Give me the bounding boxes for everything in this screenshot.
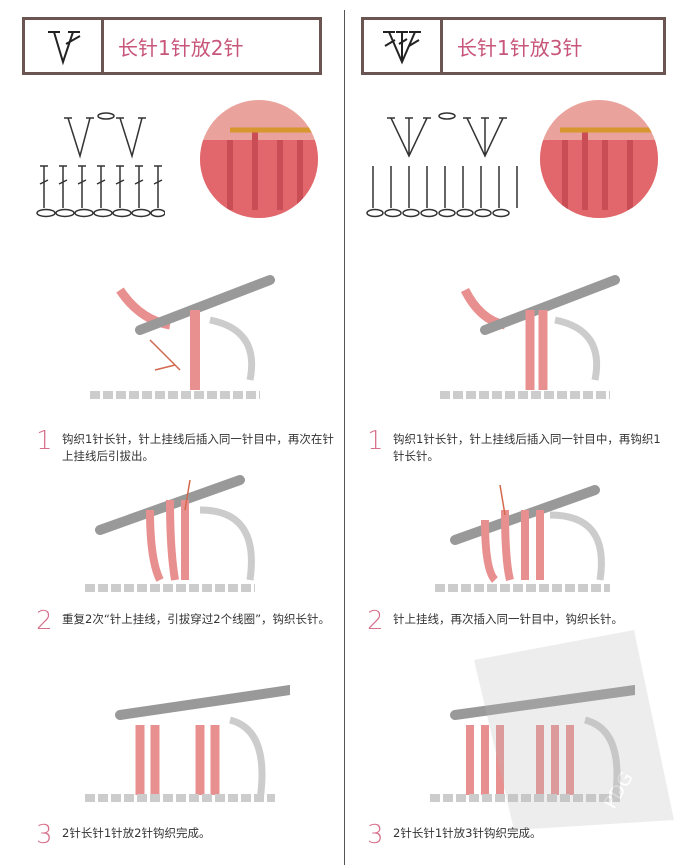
- watermark: PDG: [454, 630, 684, 830]
- step-text: 针上挂线，再次插入同一针目中，钩织长针。: [393, 612, 623, 626]
- step-text: 钩织1针长针，针上挂线后插入同一针目中，再次在针上挂线后引拔出。: [62, 432, 334, 463]
- step-text: 重复2次“针上挂线，引拔穿过2个线圈”，钩织长针。: [62, 612, 331, 626]
- step-number: 2: [367, 606, 384, 636]
- double-crochet-2-in-1-symbol-icon: [25, 20, 104, 72]
- step-number: 2: [36, 606, 53, 636]
- stitch-photo: [200, 100, 318, 218]
- double-crochet-3-in-1-symbol-icon: [364, 20, 443, 72]
- section-title: 长针1针放3针: [457, 35, 583, 60]
- section-title: 长针1针放2针: [118, 35, 244, 60]
- step-1-illustration: [90, 275, 275, 399]
- step-3-illustration: [85, 685, 290, 802]
- step-number: 1: [36, 426, 53, 456]
- step-3-illustration: [430, 685, 635, 802]
- stitch-chart: [36, 112, 165, 218]
- step-number: 3: [367, 820, 384, 850]
- step-number: 3: [36, 820, 53, 850]
- stitch-chart: [366, 112, 518, 218]
- step-2: 2 重复2次“针上挂线，引拔穿过2个线圈”，钩织长针。: [36, 606, 336, 636]
- step-number: 1: [367, 426, 384, 456]
- step-2-illustration: [85, 475, 255, 592]
- step-1-illustration: [440, 275, 620, 399]
- left-column: 长针1针放2针 1 钩织1针长针，针上挂线后插入同一针目中，再次在针上挂线后引拔…: [22, 17, 336, 850]
- step-2: 2 针上挂线，再次插入同一针目中，钩织长针。: [367, 606, 667, 636]
- right-column: 长针1针放3针 1 钩织1针长针，针上挂线后插入同一针目中，再钩织1针长针。 2…: [345, 0, 690, 868]
- column-divider: [344, 10, 345, 865]
- step-text: 钩织1针长针，针上挂线后插入同一针目中，再钩织1针长针。: [393, 432, 661, 463]
- step-3: 3 2针长针1针放3针钩织完成。: [367, 820, 667, 850]
- step-text: 2针长针1针放3针钩织完成。: [393, 826, 542, 840]
- step-2-illustration: [435, 484, 610, 592]
- step-1: 1 钩织1针长针，针上挂线后插入同一针目中，再次在针上挂线后引拔出。: [36, 426, 336, 465]
- stitch-photo: [540, 100, 658, 218]
- step-1: 1 钩织1针长针，针上挂线后插入同一针目中，再钩织1针长针。: [367, 426, 667, 465]
- title-box: 长针1针放2针: [22, 17, 322, 75]
- step-3: 3 2针长针1针放2针钩织完成。: [36, 820, 336, 850]
- title-box: 长针1针放3针: [361, 17, 666, 75]
- step-text: 2针长针1针放2针钩织完成。: [62, 826, 211, 840]
